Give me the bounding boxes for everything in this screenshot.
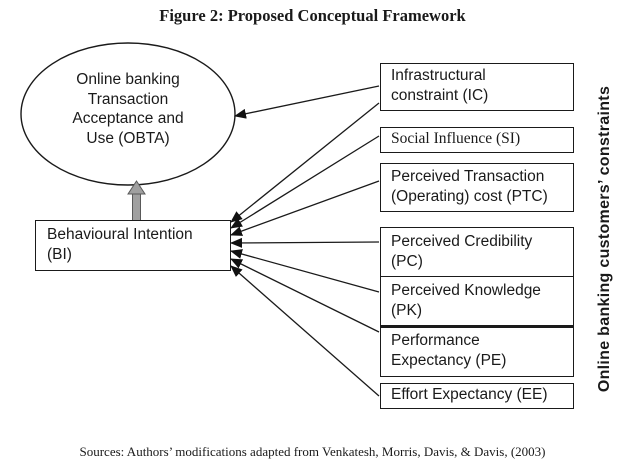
figure-title: Figure 2: Proposed Conceptual Framework: [159, 6, 466, 25]
obta-ellipse-label: Online banking Transaction Acceptance an…: [72, 71, 184, 147]
bi-to-obta-arrow: [127, 180, 146, 222]
arrow-ptc-to-bi: [230, 180, 380, 236]
factor-box-perceived-knowledge: Perceived Knowledge (PK): [380, 277, 574, 325]
factor-box-social-influence: Social Influence (SI): [380, 127, 574, 153]
factor-box-perceived-credibility: Perceived Credibility (PC): [380, 227, 574, 277]
source-note: Sources: Authors’ modifications adapted …: [79, 444, 546, 459]
factor-box-effort-expectancy: Effort Expectancy (EE): [380, 383, 574, 409]
arrow-ic-to-obta: [234, 85, 380, 119]
arrow-pe-to-bi: [230, 258, 380, 333]
arrow-pk-to-bi: [230, 249, 380, 293]
factor-box-performance-expectancy: Performance Expectancy (PE): [380, 325, 574, 377]
arrow-si-to-bi: [230, 135, 380, 229]
factor-box-perceived-transaction-cost: Perceived Transaction (Operating) cost (…: [380, 163, 574, 212]
constraints-side-label: Online banking customers’ constraints: [596, 85, 613, 393]
arrow-ic-to-bi: [230, 102, 380, 223]
arrow-ee-to-bi: [230, 265, 380, 397]
factor-box-infrastructural-constraint: Infrastructural constraint (IC): [380, 63, 574, 111]
behavioural-intention-box: Behavioural Intention (BI): [35, 220, 231, 271]
arrow-pc-to-bi: [230, 237, 380, 248]
